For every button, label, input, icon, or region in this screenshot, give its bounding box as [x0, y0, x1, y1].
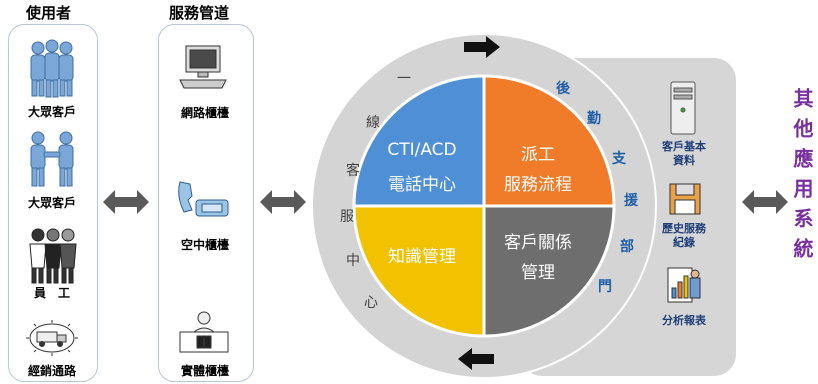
ring-left-char-5: 中 [346, 253, 360, 269]
double-arrow-icon-2 [260, 190, 306, 214]
ring-right-char-4: 援 [624, 193, 638, 209]
crowd-icon [30, 39, 74, 98]
quadrant-dispatch-line2: 服務流程 [504, 175, 572, 195]
arrow-left-icon [458, 348, 494, 370]
ring-left-char-1: 一 [397, 71, 411, 87]
floppy-disk-icon [669, 183, 701, 215]
quadrant-crm-line1: 客戶關係 [504, 233, 572, 253]
channel-label-phone: 空中櫃檯 [180, 238, 229, 252]
side-label-analysis-report: 分析報表 [662, 314, 706, 327]
server-icon [670, 81, 696, 135]
computer-icon [179, 45, 227, 89]
ring-right-char-1: 後 [556, 81, 570, 97]
user-label-public-1: 大眾客戶 [27, 105, 76, 119]
report-icon [667, 267, 701, 303]
telephone-icon [178, 181, 229, 217]
employees-icon [29, 228, 77, 284]
quadrant-top-right [484, 76, 614, 206]
quadrant-bottom-right [484, 206, 614, 336]
svg-text:i: i [203, 338, 206, 349]
other-systems-label: 其他應用系統 [790, 88, 814, 268]
quadrant-top-left [354, 76, 484, 206]
double-arrow-icon-1 [103, 190, 149, 214]
ring-right-char-3: 支 [612, 151, 626, 167]
quadrant-dispatch-line1: 派工 [521, 145, 555, 165]
arrow-right-icon [464, 36, 500, 58]
quadrant-knowledge-line1: 知識管理 [388, 247, 456, 267]
ring-right-char-5: 部 [620, 239, 634, 255]
quadrant-crm-line2: 管理 [521, 263, 555, 283]
counter-icon: i [179, 311, 229, 353]
user-label-employees: 員 工 [33, 286, 70, 300]
ring-left-char-2: 線 [366, 115, 380, 131]
quadrant-cti-line1: CTI/ACD [387, 140, 457, 160]
truck-icon [26, 320, 78, 356]
channel-label-physical: 實體櫃檯 [180, 364, 229, 378]
channel-label-web: 網路櫃檯 [180, 106, 229, 120]
user-label-distribution: 經銷通路 [27, 364, 76, 378]
side-label-customer-data: 客戶基本 資料 [662, 140, 706, 167]
double-arrow-icon-3 [742, 190, 788, 214]
channels-title: 服務管道 [169, 4, 230, 22]
handshake-icon [30, 131, 74, 187]
side-label-service-history: 歷史服務 紀錄 [662, 222, 706, 249]
ring-right-char-2: 勤 [587, 111, 601, 127]
ring-left-char-4: 服 [340, 209, 354, 225]
users-title: 使用者 [26, 4, 72, 22]
quadrant-bottom-left [354, 206, 484, 336]
ring-left-char-3: 客 [346, 163, 360, 179]
ring-left-char-6: 心 [364, 295, 378, 311]
quadrant-cti-line2: 電話中心 [388, 175, 456, 195]
user-label-public-2: 大眾客戶 [27, 196, 76, 210]
ring-right-char-6: 門 [598, 279, 612, 295]
service-cycle-diagram [311, 33, 657, 379]
